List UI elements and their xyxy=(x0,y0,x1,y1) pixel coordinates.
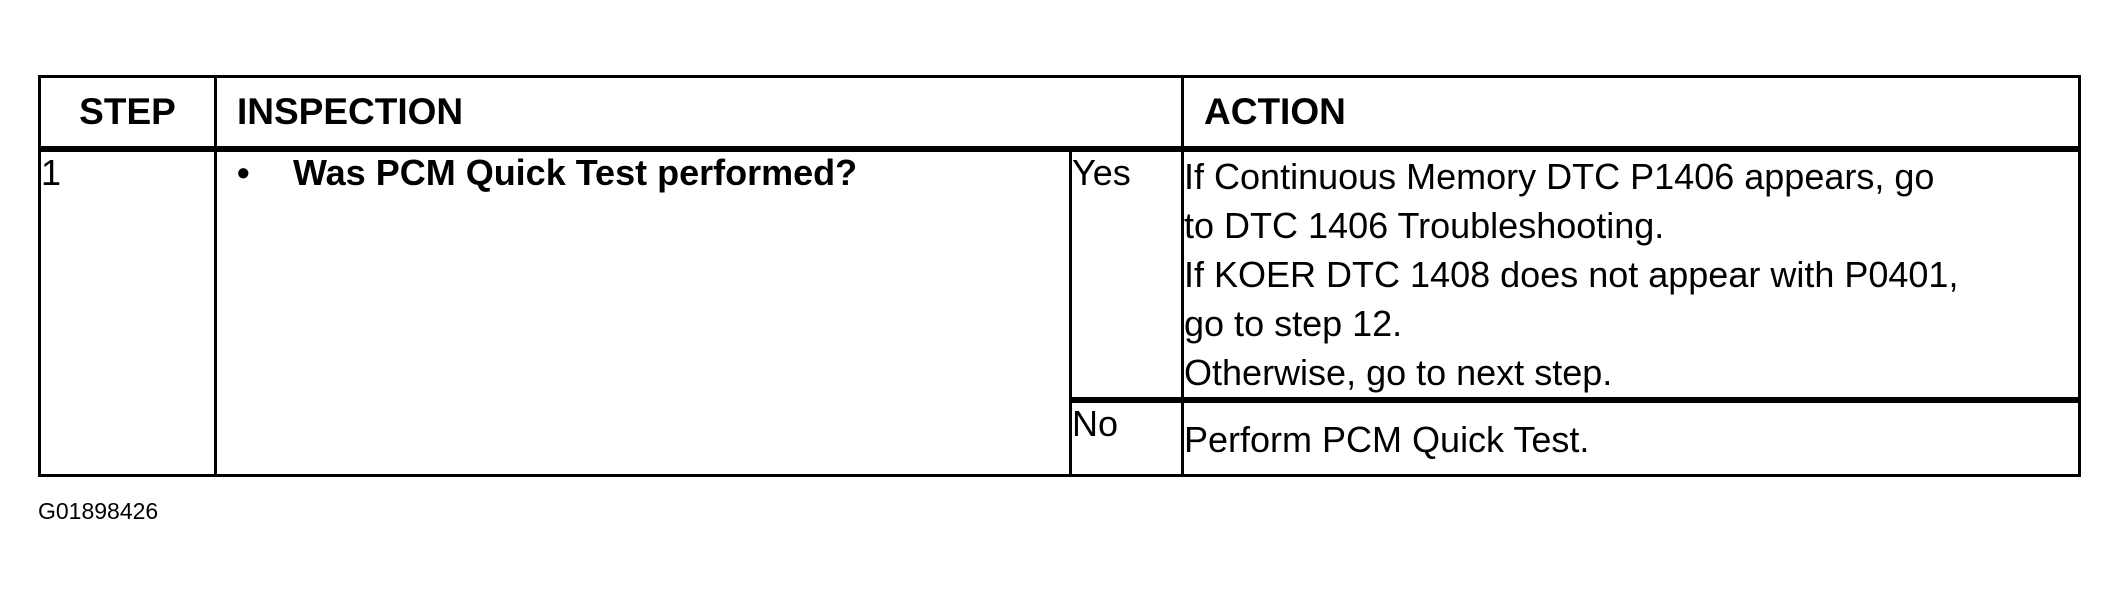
table-row: 1 • Was PCM Quick Test performed? Yes If… xyxy=(38,147,2082,477)
yes-action-cell: If Continuous Memory DTC P1406 appears, … xyxy=(1181,147,2082,403)
step-number: 1 xyxy=(38,147,217,477)
yes-action-line: Otherwise, go to next step. xyxy=(1184,352,1613,393)
inspection-question: Was PCM Quick Test performed? xyxy=(293,152,858,193)
table-header-row: STEP INSPECTION ACTION xyxy=(38,75,2082,152)
diagnostic-table: STEP INSPECTION ACTION 1 • Was PCM Quick… xyxy=(38,75,2082,477)
yes-action-line: If KOER DTC 1408 does not appear with P0… xyxy=(1184,254,1959,295)
yes-action-line: to DTC 1406 Troubleshooting. xyxy=(1184,205,1665,246)
table-row: No Perform PCM Quick Test. xyxy=(40,398,2082,477)
figure-id: G01898426 xyxy=(38,498,159,524)
answer-yes: Yes xyxy=(1068,147,1185,403)
no-action-cell: Perform PCM Quick Test. xyxy=(1181,398,2082,477)
inspection-cell: • Was PCM Quick Test performed? xyxy=(214,147,1072,477)
action-column-header: ACTION xyxy=(1181,75,2082,152)
answer-no: No xyxy=(1068,398,1185,477)
step-column-header: STEP xyxy=(38,75,217,152)
yes-action-line: go to step 12. xyxy=(1184,303,1403,344)
bullet-icon: • xyxy=(237,152,250,193)
inspection-column-header: INSPECTION xyxy=(213,75,1185,152)
yes-action-line: If Continuous Memory DTC P1406 appears, … xyxy=(1184,156,1935,197)
